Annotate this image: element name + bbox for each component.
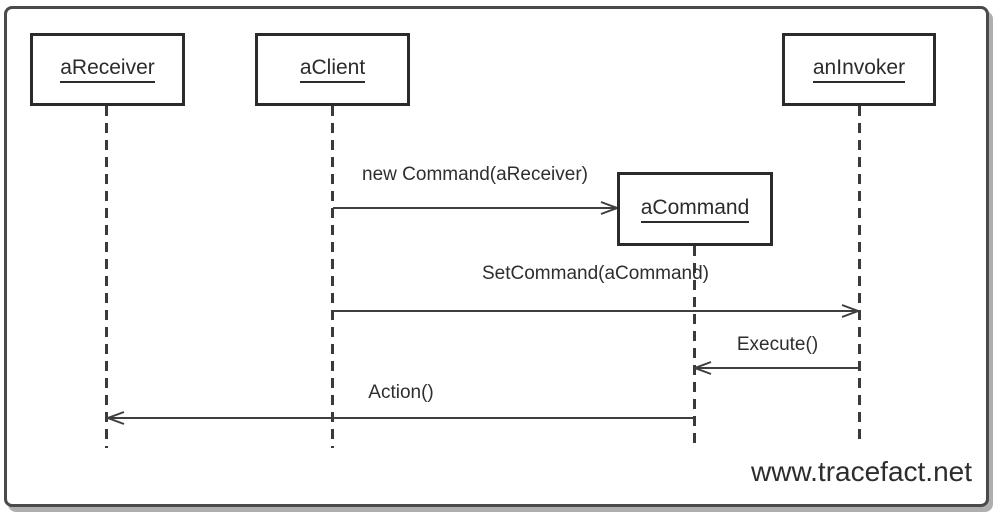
message-line-execute bbox=[695, 367, 860, 369]
lifeline-aclient bbox=[331, 106, 334, 448]
lifeline-aninvoker bbox=[858, 106, 861, 444]
object-label-aninvoker: anInvoker bbox=[812, 56, 906, 83]
object-box-aninvoker: anInvoker bbox=[782, 33, 936, 106]
message-line-setcommand bbox=[333, 310, 858, 312]
object-label-areceiver: aReceiver bbox=[60, 56, 155, 83]
message-label-execute: Execute() bbox=[736, 334, 819, 355]
message-label-setcommand: SetCommand(aCommand) bbox=[481, 263, 710, 284]
lifeline-areceiver bbox=[105, 106, 108, 448]
object-box-aclient: aClient bbox=[255, 33, 410, 106]
arrowhead-right-icon bbox=[841, 304, 860, 318]
object-label-aclient: aClient bbox=[299, 56, 366, 83]
message-line-new-command bbox=[333, 207, 617, 209]
lifeline-acommand bbox=[693, 246, 696, 448]
arrowhead-right-icon bbox=[600, 201, 619, 215]
message-label-action: Action() bbox=[368, 382, 434, 403]
message-line-action bbox=[108, 417, 694, 419]
object-box-acommand: aCommand bbox=[617, 172, 773, 246]
message-label-new-command: new Command(aReceiver) bbox=[362, 164, 588, 185]
object-box-areceiver: aReceiver bbox=[30, 33, 185, 106]
watermark-text: www.tracefact.net bbox=[751, 456, 972, 487]
object-label-acommand: aCommand bbox=[640, 196, 750, 223]
arrowhead-left-icon bbox=[106, 411, 125, 425]
arrowhead-left-icon bbox=[693, 361, 712, 375]
